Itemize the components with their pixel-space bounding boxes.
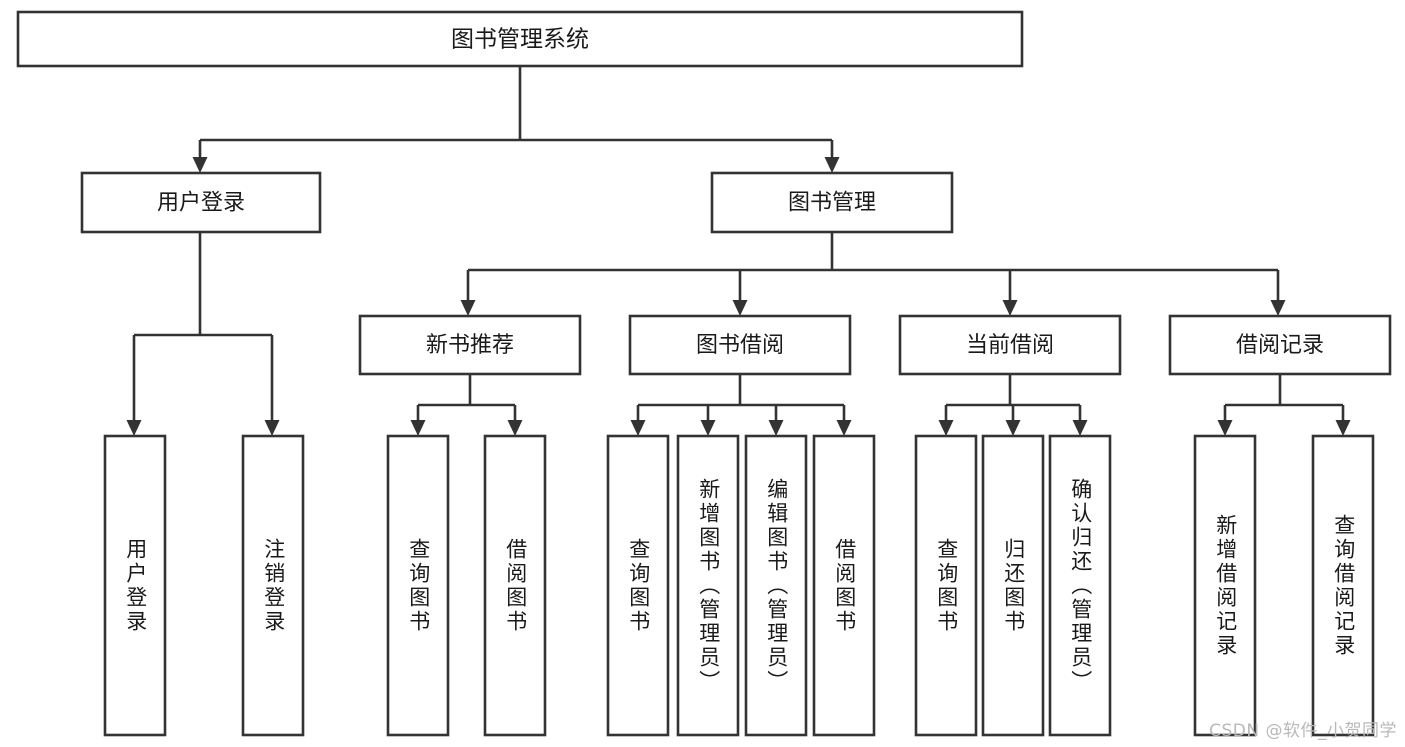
arrow-head-icon [1072, 420, 1088, 436]
arrow-head-icon [938, 420, 954, 436]
node-box-leaf-add-record[interactable] [1193, 434, 1257, 737]
node-box-leaf-confirm-return[interactable] [1048, 434, 1112, 737]
node-box-leaf-query-book-1[interactable] [386, 434, 450, 737]
connector-lines [126, 66, 1351, 436]
arrow-head-icon [264, 420, 280, 436]
node-box-leaf-return-book[interactable] [981, 434, 1045, 737]
arrow-head-icon [507, 420, 523, 436]
arrow-head-icon [1335, 420, 1351, 436]
node-label-borrow-record: 借阅记录 [1236, 333, 1324, 358]
node-title-box[interactable] [16, 10, 1024, 68]
node-box-book-borrow[interactable] [628, 314, 852, 376]
arrow-head-icon [836, 420, 852, 436]
node-label-current-borrow: 当前借阅 [966, 333, 1054, 358]
node-box-book-manage[interactable] [710, 171, 954, 234]
node-label-new-book-recommend: 新书推荐 [426, 333, 514, 358]
arrow-head-icon [1217, 420, 1233, 436]
node-box-leaf-borrow-book-2[interactable] [812, 434, 876, 737]
node-title-label: 图书管理系统 [451, 27, 589, 53]
node-boxes [16, 10, 1392, 737]
node-box-current-borrow[interactable] [898, 314, 1122, 376]
node-box-leaf-add-book[interactable] [676, 434, 740, 737]
arrow-head-icon [126, 420, 142, 436]
node-box-leaf-query-record[interactable] [1311, 434, 1375, 737]
arrow-head-icon [1002, 300, 1018, 316]
node-box-borrow-record[interactable] [1168, 314, 1392, 376]
node-box-new-book-recommend[interactable] [358, 314, 582, 376]
watermark-text: CSDN @软件_小贺同学 [1209, 721, 1397, 741]
node-box-leaf-query-book-2[interactable] [606, 434, 670, 737]
node-box-leaf-query-book-3[interactable] [914, 434, 978, 737]
arrow-head-icon [410, 420, 426, 436]
node-box-leaf-user-login[interactable] [103, 434, 167, 737]
node-box-leaf-logout-login[interactable] [241, 434, 305, 737]
node-label-book-borrow: 图书借阅 [696, 333, 784, 358]
node-label-book-manage: 图书管理 [788, 191, 876, 216]
node-label-user-login: 用户登录 [157, 191, 245, 216]
arrow-head-icon [1270, 300, 1286, 316]
arrow-head-icon [768, 420, 784, 436]
arrow-head-icon [700, 420, 716, 436]
arrow-head-icon [630, 420, 646, 436]
arrow-head-icon [192, 157, 208, 173]
arrow-head-icon [824, 157, 840, 173]
node-box-leaf-edit-book[interactable] [744, 434, 808, 737]
node-box-user-login[interactable] [80, 171, 322, 234]
node-box-leaf-borrow-book-1[interactable] [483, 434, 547, 737]
arrow-head-icon [732, 300, 748, 316]
arrow-head-icon [1005, 420, 1021, 436]
arrow-head-icon [460, 300, 476, 316]
